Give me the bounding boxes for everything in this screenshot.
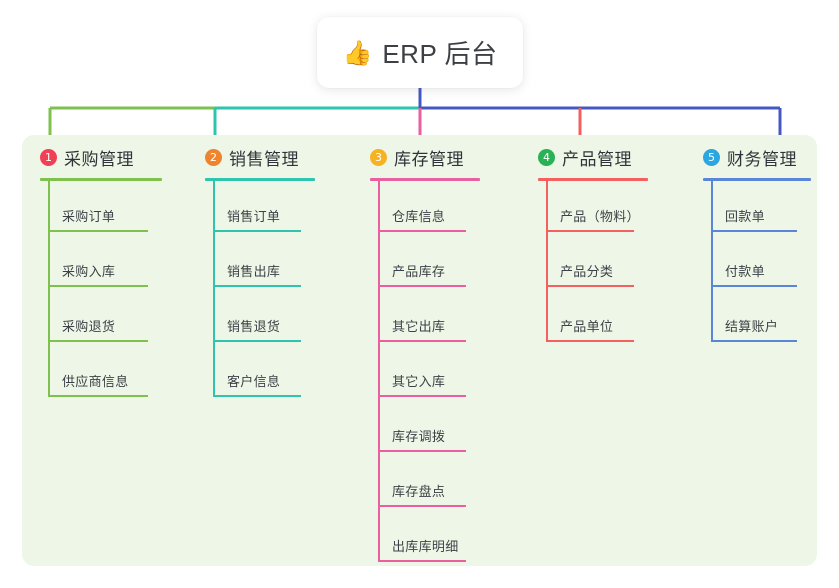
branch-item[interactable]: 产品单位 [546,308,634,342]
branch-item-label: 付款单 [725,264,765,279]
branch-item[interactable]: 回款单 [711,198,797,232]
branch-item[interactable]: 库存盘点 [378,473,466,507]
branch-item[interactable]: 产品（物料） [546,198,640,232]
branch-item[interactable]: 供应商信息 [48,363,148,397]
branch-item-rule [711,230,797,232]
branch-rule-5 [703,178,811,181]
branch-item-label: 采购订单 [62,209,116,224]
root-node-title: ERP 后台 [382,39,498,69]
branch-item-label: 采购入库 [62,264,116,279]
branch-item-rule [213,230,301,232]
branch-title-3: 库存管理 [394,150,464,169]
branch-item-label: 销售出库 [227,264,281,279]
branch-item-rule [378,560,466,562]
branch-item-label: 库存盘点 [392,484,446,499]
branch-title-1: 采购管理 [64,150,134,169]
branch-item-rule [546,340,634,342]
branch-badge-3: 3 [370,149,387,166]
branch-rule-3 [370,178,480,181]
branch-item-rule [378,450,466,452]
branch-item-label: 供应商信息 [62,374,129,389]
branch-item-label: 其它入库 [392,374,446,389]
branch-spine-3 [378,180,380,562]
branch-rule-1 [40,178,162,181]
branch-item-label: 采购退货 [62,319,116,334]
branch-header-4[interactable]: 4 产品管理 [538,145,632,170]
thumbs-up-icon: 👍 [342,38,373,67]
branch-item-rule [213,395,301,397]
branch-item[interactable]: 产品库存 [378,253,466,287]
branch-item-rule [711,285,797,287]
branch-item[interactable]: 采购订单 [48,198,148,232]
branch-spine-2 [213,180,215,397]
branch-item-label: 仓库信息 [392,209,446,224]
branch-badge-2: 2 [205,149,222,166]
branch-item[interactable]: 产品分类 [546,253,634,287]
branch-item-rule [48,230,148,232]
branch-header-1[interactable]: 1 采购管理 [40,145,134,170]
root-node-erp-backend[interactable]: 👍 ERP 后台 [317,17,523,88]
branch-title-5: 财务管理 [727,150,797,169]
branch-item[interactable]: 仓库信息 [378,198,466,232]
branch-item-rule [48,395,148,397]
branch-item[interactable]: 其它出库 [378,308,466,342]
branch-title-4: 产品管理 [562,150,632,169]
branch-item-label: 结算账户 [725,319,779,334]
branch-header-2[interactable]: 2 销售管理 [205,145,299,170]
branch-item[interactable]: 销售退货 [213,308,301,342]
branch-item[interactable]: 结算账户 [711,308,797,342]
branch-item[interactable]: 销售订单 [213,198,301,232]
branch-item-rule [48,285,148,287]
branch-spine-1 [48,180,50,397]
branch-item[interactable]: 其它入库 [378,363,466,397]
branch-item-label: 产品库存 [392,264,446,279]
branch-item-label: 产品（物料） [560,209,640,224]
branch-badge-5: 5 [703,149,720,166]
branch-item[interactable]: 采购入库 [48,253,148,287]
branch-item-rule [378,285,466,287]
branch-rule-4 [538,178,648,181]
branch-item-label: 客户信息 [227,374,281,389]
branch-item-label: 销售订单 [227,209,281,224]
branch-title-2: 销售管理 [229,150,299,169]
branch-item-rule [378,505,466,507]
root-node-content: 👍 ERP 后台 [342,34,497,71]
branch-item-label: 库存调拨 [392,429,446,444]
branch-item[interactable]: 出库库明细 [378,528,466,562]
branch-item-rule [546,230,634,232]
branch-item-rule [213,285,301,287]
branch-item-label: 销售退货 [227,319,281,334]
branch-item-label: 出库库明细 [392,539,459,554]
branch-item-label: 其它出库 [392,319,446,334]
branch-item-label: 回款单 [725,209,765,224]
branch-item[interactable]: 付款单 [711,253,797,287]
branch-item-label: 产品单位 [560,319,614,334]
branch-item[interactable]: 库存调拨 [378,418,466,452]
connector-lines [48,88,782,140]
branch-item-rule [711,340,797,342]
branch-rule-2 [205,178,315,181]
branch-header-3[interactable]: 3 库存管理 [370,145,464,170]
branch-spine-5 [711,180,713,342]
branch-item-rule [378,395,466,397]
branch-badge-4: 4 [538,149,555,166]
branch-item[interactable]: 客户信息 [213,363,301,397]
branch-badge-1: 1 [40,149,57,166]
branch-item-rule [378,230,466,232]
branches-panel [22,135,817,566]
branch-item-rule [378,340,466,342]
branch-item-rule [213,340,301,342]
branch-spine-4 [546,180,548,342]
branch-header-5[interactable]: 5 财务管理 [703,145,797,170]
branch-item-label: 产品分类 [560,264,614,279]
branch-item[interactable]: 销售出库 [213,253,301,287]
branch-item[interactable]: 采购退货 [48,308,148,342]
branch-item-rule [48,340,148,342]
branch-item-rule [546,285,634,287]
